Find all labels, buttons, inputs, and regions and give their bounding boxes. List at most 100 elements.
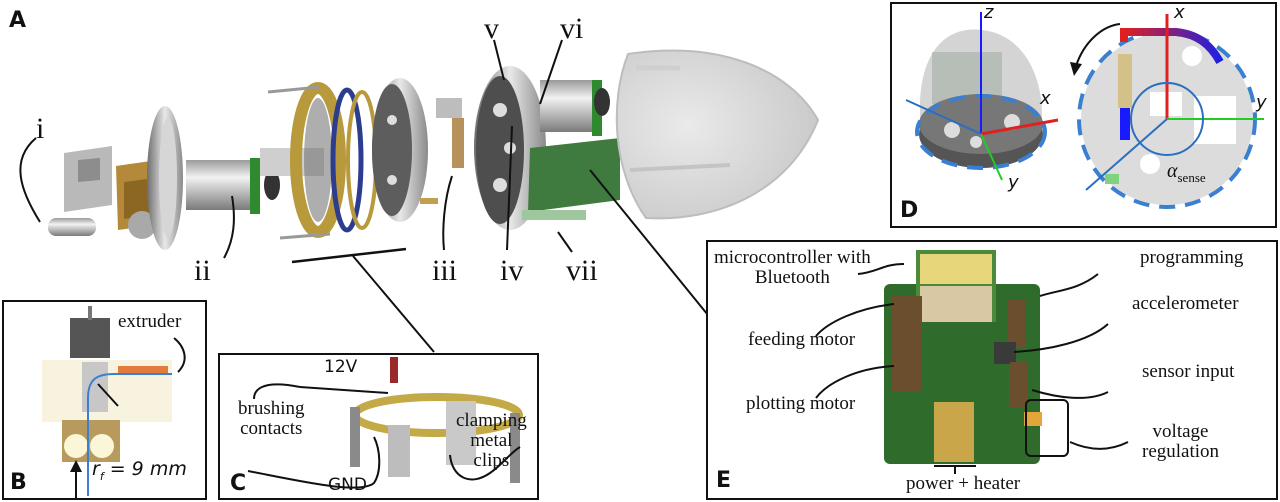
leader-programming: [1039, 273, 1099, 297]
panel-e-letter: E: [716, 468, 732, 493]
leader-iv: [506, 125, 513, 251]
panel-b: extruder rf = 9 mm B: [2, 300, 207, 500]
label-iii: iii: [432, 254, 458, 287]
part-gear-ring: [290, 82, 378, 238]
clip-top-line: [267, 85, 321, 94]
radius-subscript: f: [99, 469, 104, 483]
part-nose-cone: [615, 49, 820, 220]
clips-line3: clips: [473, 449, 510, 471]
voltage-regulation-box: [1025, 399, 1069, 457]
panel-d-drawing: [905, 12, 1264, 209]
voltage-regulation-label: voltage regulation: [1142, 422, 1219, 462]
bluetooth-module: [920, 286, 992, 322]
sensing-arc: [1120, 28, 1224, 65]
panel-e: microcontroller with Bluetooth feeding m…: [706, 240, 1278, 500]
leader-sensor: [1031, 389, 1109, 399]
leader-to-panel-e: [589, 169, 713, 321]
label-vii: vii: [566, 254, 598, 287]
leader-voltage: [1069, 441, 1129, 450]
panel-c-letter: C: [230, 471, 247, 496]
voltage-line1: voltage: [1152, 421, 1209, 442]
leader-feeding: [815, 303, 895, 337]
radius-label: rf = 9 mm: [92, 458, 187, 483]
leader-vii: [557, 231, 573, 253]
leader-to-panel-c: [352, 255, 435, 353]
microcontroller-line2: Bluetooth: [754, 266, 830, 288]
panel-d: z x y x y αsense D: [890, 2, 1277, 228]
voltage-line2: regulation: [1142, 440, 1220, 462]
brushing-line2: contacts: [240, 417, 303, 439]
microcontroller-label: microcontroller with Bluetooth: [714, 248, 871, 288]
panel-e-drawing: [815, 250, 1129, 474]
left-x-axis: [980, 118, 1059, 136]
panel-a-letter: A: [9, 8, 27, 33]
panel-b-letter: B: [10, 470, 27, 495]
rotation-arrow-head: [1070, 62, 1082, 76]
gnd-label: GND: [328, 475, 367, 495]
sensor-input-label: sensor input: [1142, 361, 1235, 382]
leader-clips: [449, 446, 521, 481]
panel-d-letter: D: [900, 198, 919, 223]
leader-gnd: [247, 436, 381, 489]
part-wheel-disk: [147, 106, 183, 250]
alpha-subscript: sense: [1177, 170, 1206, 185]
part-vii-pcb: [522, 138, 620, 220]
clamping-clips-label: clamping metal clips: [456, 411, 527, 471]
feeding-motor-label: feeding motor: [748, 329, 856, 350]
rotation-arrow: [1075, 23, 1121, 67]
programming-label: programming: [1140, 247, 1244, 268]
part-bracket: [116, 160, 160, 239]
left-sensor-axis: [905, 99, 982, 135]
leader-iii: [442, 175, 453, 251]
label-ii: ii: [194, 254, 211, 287]
leader-12v: [253, 383, 301, 400]
extruder-part: [118, 366, 168, 374]
angle-circle: [1130, 82, 1204, 156]
alpha-sense-label: αsense: [1167, 160, 1206, 186]
pcb-board: [884, 250, 1042, 464]
plotting-motor-label: plotting motor: [746, 393, 856, 414]
accelerometer-chip: [994, 342, 1016, 364]
part-v-main-plate: [474, 66, 546, 230]
power-heater-label: power + heater: [906, 473, 1021, 494]
alpha-symbol: α: [1167, 160, 1178, 182]
brushing-contacts-label: brushing contacts: [238, 399, 305, 439]
part-vi-motor: [540, 80, 610, 136]
leader-v: [493, 39, 505, 81]
clip-bottom-line: [279, 232, 331, 240]
extruder-leader: [173, 337, 186, 373]
12v-label: 12V: [324, 357, 358, 377]
left-y-label: y: [1008, 172, 1019, 193]
right-y-label: y: [1256, 92, 1267, 113]
panel-c: 12V brushing contacts GND clamping metal…: [218, 353, 539, 500]
label-iv: iv: [500, 254, 524, 287]
motor-headers: [892, 296, 922, 392]
12v-pin: [390, 357, 398, 383]
clips-line2: metal: [470, 429, 513, 451]
label-i: i: [36, 112, 45, 145]
sensor-header: [1010, 362, 1028, 408]
leader-i: [19, 137, 41, 223]
part-i-holder: [48, 146, 112, 236]
part-plate-disk: [372, 78, 438, 222]
microcontroller-line1: microcontroller with: [714, 247, 871, 268]
feed-arrow-head: [70, 460, 82, 472]
left-z-label: z: [984, 2, 994, 23]
filament-path: [87, 373, 172, 496]
clips-line1: clamping: [456, 410, 527, 431]
leader-microcontroller: [857, 263, 905, 275]
brushing-line1: brushing: [238, 398, 305, 419]
leader-vi: [539, 39, 563, 105]
panel-b-drawing: [42, 306, 186, 498]
bluetooth-antenna: [920, 254, 992, 284]
leader-plotting: [815, 365, 895, 399]
leader-ii: [223, 195, 235, 259]
label-v: v: [484, 12, 499, 45]
right-sensor-axis: [1085, 118, 1168, 191]
panel-c-drawing: [247, 357, 523, 489]
label-vi: vi: [560, 12, 584, 45]
programming-header: [1008, 300, 1026, 348]
accelerometer-label: accelerometer: [1132, 293, 1239, 314]
bracket-gear-group: [291, 247, 407, 264]
